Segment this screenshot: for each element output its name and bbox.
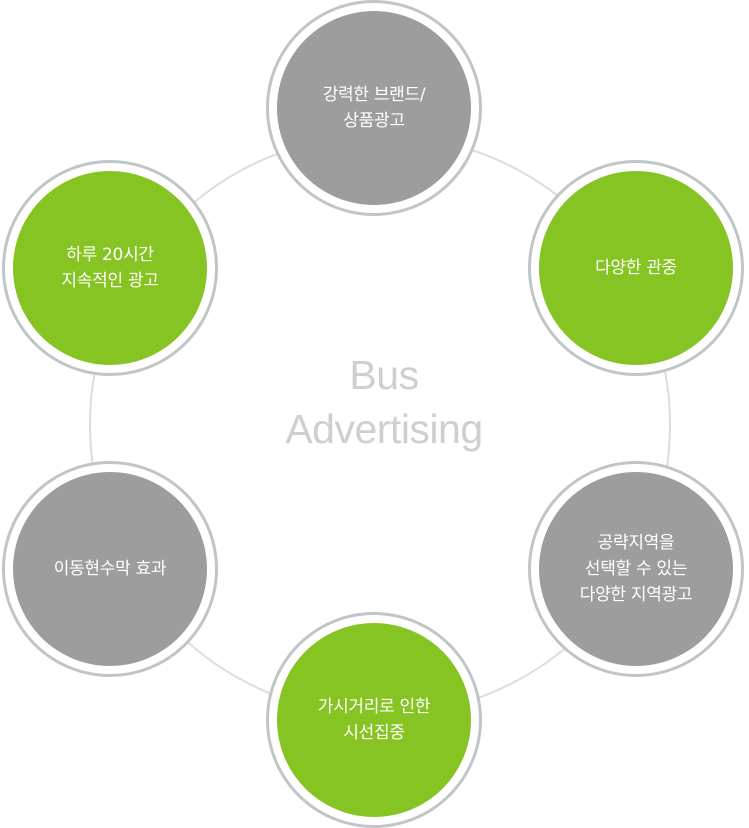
node-regional-ad: 공략지역을 선택할 수 있는 다양한 지역광고 xyxy=(528,461,744,677)
label-line: 다양한 지역광고 xyxy=(579,585,693,605)
node-visual-focus: 가시거리로 인한 시선집중 xyxy=(266,612,482,828)
node-regional-ad-label: 공략지역을 선택할 수 있는 다양한 지역광고 xyxy=(579,530,693,608)
label-line: 다양한 관중 xyxy=(595,258,677,278)
node-regional-ad-circle: 공략지역을 선택할 수 있는 다양한 지역광고 xyxy=(539,472,733,666)
label-line: 공략지역을 xyxy=(597,533,675,553)
label-line: 상품광고 xyxy=(343,111,405,131)
node-continuous-ad: 하루 20시간 지속적인 광고 xyxy=(2,160,218,376)
node-brand-product-ad-label: 강력한 브랜드/ 상품광고 xyxy=(323,82,426,134)
center-title: Bus Advertising xyxy=(234,348,534,456)
node-moving-banner: 이동현수막 효과 xyxy=(2,461,218,677)
label-line: 가시거리로 인한 xyxy=(317,697,431,717)
node-diverse-audience-label: 다양한 관중 xyxy=(595,255,677,281)
node-diverse-audience: 다양한 관중 xyxy=(528,160,744,376)
node-moving-banner-circle: 이동현수막 효과 xyxy=(13,472,207,666)
label-line: 시선집중 xyxy=(343,723,405,743)
label-line: 강력한 브랜드/ xyxy=(322,85,426,105)
label-line: 이동현수막 효과 xyxy=(53,559,167,579)
center-title-line1: Bus xyxy=(349,352,419,398)
node-diverse-audience-circle: 다양한 관중 xyxy=(539,171,733,365)
node-continuous-ad-circle: 하루 20시간 지속적인 광고 xyxy=(13,171,207,365)
label-line: 하루 20시간 xyxy=(66,245,154,265)
node-brand-product-ad-circle: 강력한 브랜드/ 상품광고 xyxy=(277,11,471,205)
node-continuous-ad-label: 하루 20시간 지속적인 광고 xyxy=(61,242,158,294)
center-title-line2: Advertising xyxy=(285,406,483,452)
node-visual-focus-label: 가시거리로 인한 시선집중 xyxy=(317,694,431,746)
label-line: 선택할 수 있는 xyxy=(584,559,688,579)
node-visual-focus-circle: 가시거리로 인한 시선집중 xyxy=(277,623,471,817)
node-moving-banner-label: 이동현수막 효과 xyxy=(53,556,167,582)
label-line: 지속적인 광고 xyxy=(61,271,159,291)
node-brand-product-ad: 강력한 브랜드/ 상품광고 xyxy=(266,0,482,216)
